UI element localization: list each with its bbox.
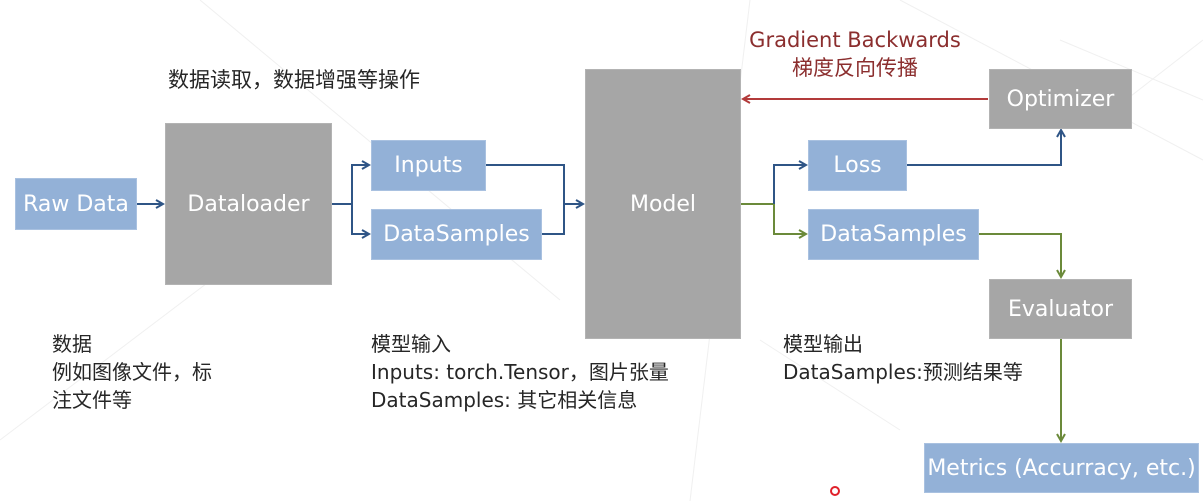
node-loss: Loss	[808, 140, 907, 191]
note-model-output-line: DataSamples:预测结果等	[783, 360, 1023, 384]
node-dataloader: Dataloader	[165, 123, 332, 285]
note-model-output-line: 模型输出	[783, 332, 863, 356]
note-data: 数据 例如图像文件，标 注文件等	[52, 330, 212, 414]
note-model-input-line: 模型输入	[371, 332, 451, 356]
note-model-input-line: DataSamples: 其它相关信息	[371, 388, 638, 412]
note-model-input: 模型输入 Inputs: torch.Tensor，图片张量 DataSampl…	[371, 330, 669, 414]
dataloader-caption: 数据读取，数据增强等操作	[168, 68, 420, 92]
node-raw-data: Raw Data	[15, 178, 137, 230]
mouse-cursor-indicator	[830, 486, 840, 496]
node-datasamples-input: DataSamples	[371, 209, 542, 260]
node-model: Model	[585, 69, 741, 339]
note-model-output: 模型输出 DataSamples:预测结果等	[783, 330, 1023, 386]
node-datasamples-output: DataSamples	[808, 209, 979, 260]
note-model-input-line: Inputs: torch.Tensor，图片张量	[371, 360, 669, 384]
node-optimizer: Optimizer	[989, 69, 1132, 129]
note-data-line: 例如图像文件，标	[52, 360, 212, 384]
node-inputs: Inputs	[371, 140, 486, 191]
note-data-line: 注文件等	[52, 388, 132, 412]
node-metrics: Metrics (Accurracy, etc.)	[924, 443, 1199, 493]
gradient-label-zh: 梯度反向传播	[792, 56, 918, 80]
node-evaluator: Evaluator	[989, 279, 1132, 339]
gradient-label-en: Gradient Backwards	[749, 28, 961, 52]
note-data-line: 数据	[52, 332, 92, 356]
gradient-backwards-label: Gradient Backwards 梯度反向传播	[735, 26, 975, 82]
